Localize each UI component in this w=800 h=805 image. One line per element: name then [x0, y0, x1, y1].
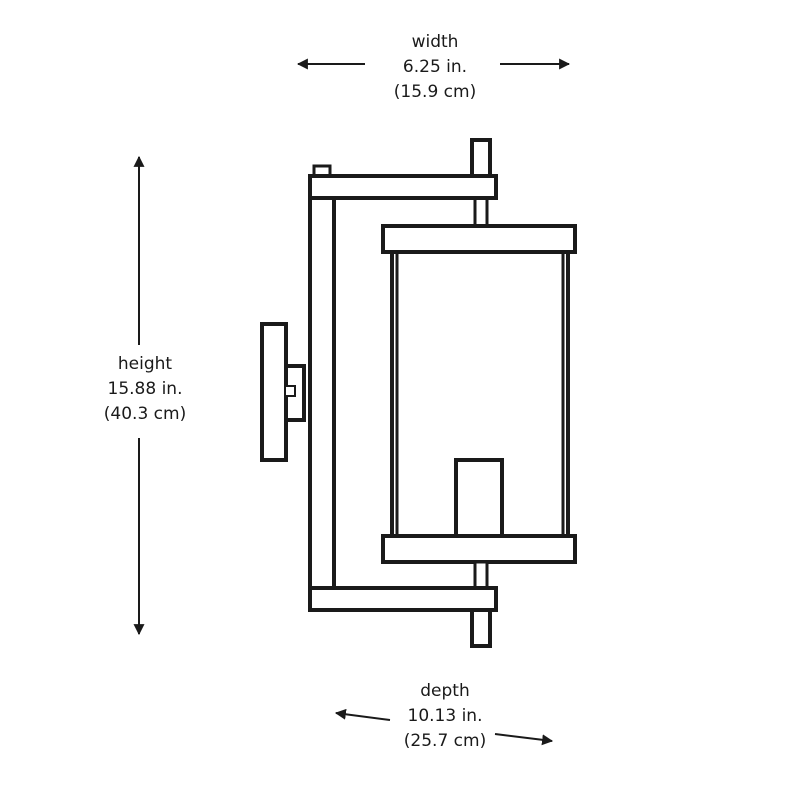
height-imperial: 15.88 in.: [107, 379, 183, 399]
candle-socket: [454, 458, 504, 538]
bottom-rod: [473, 560, 489, 590]
depth-imperial: 10.13 in.: [407, 706, 483, 726]
width-imperial: 6.25 in.: [402, 57, 468, 77]
wall-backplate: [260, 322, 288, 462]
depth-label: depth 10.13 in. (25.7 cm): [385, 679, 505, 754]
height-name: height: [117, 354, 173, 374]
top-arm: [308, 174, 498, 200]
bottom-finial: [470, 608, 492, 648]
top-cap: [381, 224, 577, 254]
width-name: width: [411, 32, 459, 52]
depth-name: depth: [420, 681, 470, 701]
height-metric: (40.3 cm): [103, 404, 187, 424]
bottom-arm: [308, 586, 498, 612]
vertical-arm: [308, 196, 336, 590]
depth-arrow-left: [334, 708, 391, 721]
depth-metric: (25.7 cm): [403, 731, 487, 751]
width-label: width 6.25 in. (15.9 cm): [375, 30, 495, 105]
mounting-screw: [284, 385, 296, 397]
height-label: height 15.88 in. (40.3 cm): [85, 352, 205, 427]
width-metric: (15.9 cm): [393, 82, 477, 102]
bottom-cap: [381, 534, 577, 564]
top-finial: [470, 138, 492, 178]
depth-arrow-right: [494, 733, 554, 746]
top-rod: [473, 196, 489, 228]
